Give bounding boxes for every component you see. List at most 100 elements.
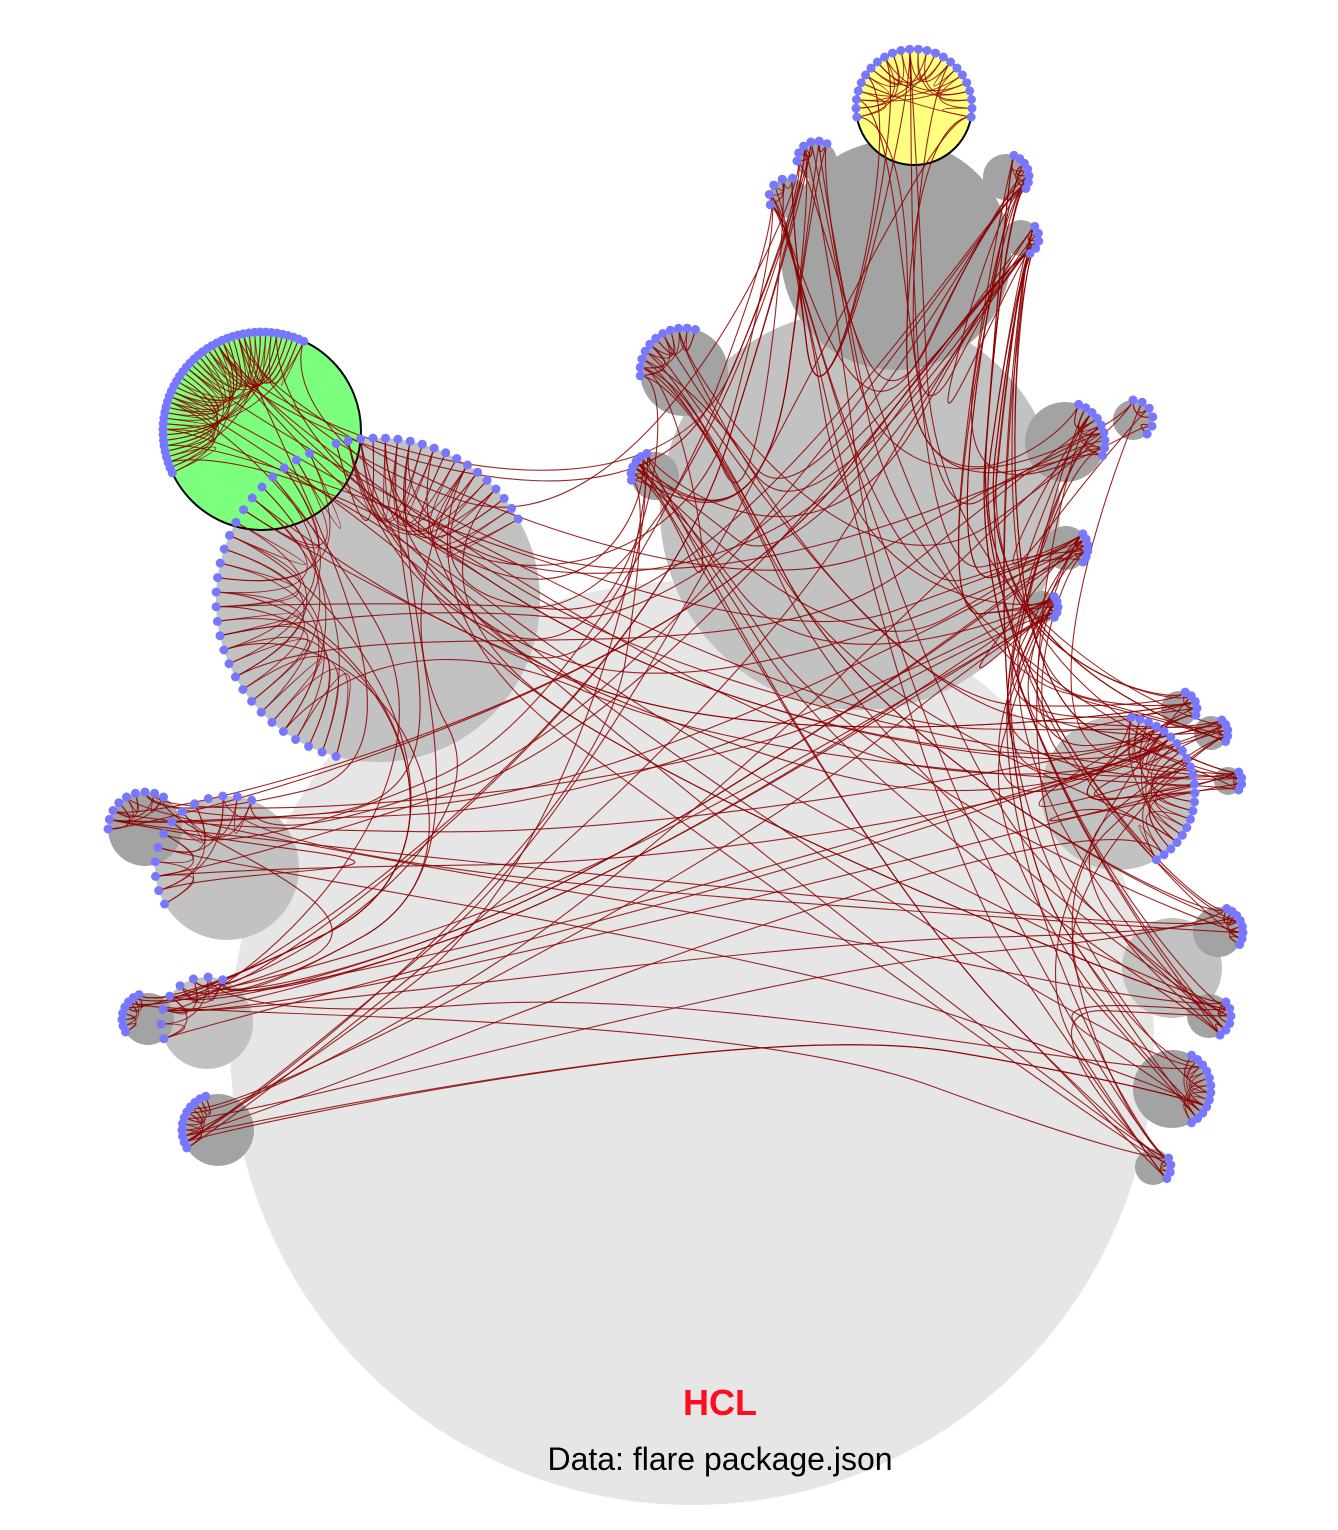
leaf-node-sub-a: [674, 323, 684, 333]
dependency-link: [162, 428, 1227, 1004]
leaf-node-sub-a: [637, 354, 647, 364]
dependency-link: [393, 438, 458, 525]
leaf-node-leaves-right-a: [1152, 855, 1161, 865]
dependency-link: [1145, 811, 1191, 856]
dependency-link: [183, 1044, 1208, 1143]
leaf-node-leaves-right-a: [1144, 717, 1153, 727]
leaf-node-sub-d: [1142, 429, 1152, 439]
dependency-link: [233, 796, 253, 834]
leaf-node-leaves-left-b: [175, 981, 185, 991]
dependency-link: [1094, 723, 1240, 799]
dependency-link: [108, 818, 1241, 925]
dependency-link: [1138, 824, 1165, 861]
leaf-node-sub-m: [1237, 773, 1247, 783]
leaf-node-leaves-left-a: [232, 792, 242, 802]
leaf-node-leaves-left-upper: [473, 467, 483, 477]
leaf-node-leaves-right-a: [1177, 830, 1187, 840]
leaf-node-leaves-left-b: [158, 1004, 168, 1014]
leaf-node-highlight-yellow: [852, 95, 861, 104]
leaf-node-sub-g: [814, 136, 824, 146]
dependency-link: [417, 452, 479, 532]
dependency-link: [434, 479, 497, 543]
leaf-node-leaves-left-upper: [356, 434, 366, 444]
leaf-node-sub-g: [794, 148, 804, 158]
dependency-link: [1003, 247, 1199, 1063]
dependency-link: [223, 636, 331, 747]
leaf-node-leaves-left-upper: [513, 514, 523, 524]
dependency-link: [1027, 533, 1196, 732]
leaf-node-highlight-yellow: [896, 46, 906, 55]
dependency-link: [176, 332, 278, 399]
dependency-link: [347, 440, 435, 523]
leaf-node-leaves-right-a: [1190, 779, 1199, 789]
dependency-link: [635, 460, 1221, 1036]
dependency-link: [856, 52, 899, 118]
leaf-node-sub-r: [1166, 1160, 1176, 1170]
leaf-node-leaves-left-lower: [211, 602, 221, 612]
leaf-node-leaves-left-b: [159, 1034, 169, 1044]
dependency-link: [987, 225, 1192, 699]
dependency-link: [217, 467, 320, 582]
dependency-link: [223, 548, 325, 740]
dependency-links: [107, 48, 1244, 1180]
leaf-node-leaves-left-a: [159, 829, 169, 839]
leaf-node-sub-b: [642, 448, 652, 458]
leaf-node-sub-h: [764, 190, 774, 199]
leaf-node-leaves-right-a: [1190, 788, 1200, 798]
dependency-link: [163, 342, 232, 441]
leaf-node-leaves-right-a: [1190, 797, 1199, 807]
leaf-node-sub-b: [626, 475, 636, 485]
leaf-node-sub-h: [777, 174, 787, 184]
leaf-node-leaves-right-a: [1166, 844, 1176, 854]
leaf-node-leaves-left-a: [150, 857, 160, 867]
dependency-link: [222, 795, 1244, 934]
data-source-caption: Data: flare package.json: [547, 1441, 892, 1477]
leaf-node-leaves-right-a: [1172, 838, 1182, 847]
package-circle-sub-i: [983, 154, 1029, 200]
leaf-node-highlight-yellow: [852, 112, 862, 122]
leaf-node-sub-j: [1030, 221, 1040, 231]
dependency-link: [229, 521, 306, 566]
leaf-node-sub-k: [1192, 703, 1202, 713]
leaf-node-leaves-left-a: [203, 794, 213, 803]
leaf-node-leaves-left-lower: [211, 587, 221, 597]
leaf-node-sub-a: [658, 329, 668, 338]
dependency-link: [216, 335, 289, 386]
leaf-node-sub-c: [1087, 408, 1097, 417]
dependency-link: [154, 611, 1058, 809]
leaf-node-leaves-right-a: [1188, 806, 1198, 816]
leaf-node-highlight-yellow: [952, 63, 962, 73]
leaf-node-leaves-left-lower: [215, 631, 225, 641]
leaf-node-leaves-left-lower: [238, 685, 248, 694]
dependency-link: [1071, 1005, 1231, 1114]
leaf-node-sub-d: [1147, 421, 1157, 431]
dependency-link: [242, 160, 800, 508]
dependency-link: [144, 596, 1055, 819]
leaf-node-leaves-left-a: [247, 795, 257, 805]
dependency-link: [228, 467, 321, 665]
leaf-node-sub-p: [1226, 1011, 1236, 1021]
leaf-node-sub-l: [1221, 737, 1231, 746]
leaf-node-sub-p: [1225, 1019, 1235, 1028]
leaf-node-sub-m: [1234, 785, 1244, 795]
dependency-link: [655, 329, 676, 354]
dependency-link: [125, 796, 1227, 1005]
dependency-link: [360, 438, 1231, 1010]
leaf-node-leaves-left-a: [160, 899, 170, 909]
leaf-node-sub-q: [1202, 1066, 1212, 1076]
dependency-link: [1011, 411, 1196, 707]
dependency-link: [242, 509, 1165, 792]
leaf-node-highlight-yellow: [965, 86, 975, 96]
leaf-node-sub-n: [122, 792, 131, 802]
dependency-link: [223, 548, 305, 678]
leaf-node-sub-j: [1034, 236, 1044, 246]
dependency-link: [942, 107, 973, 118]
leaf-node-sub-o: [1235, 940, 1245, 949]
leaf-node-highlight-yellow: [922, 46, 932, 55]
dependency-link: [215, 497, 308, 594]
dependency-link: [282, 658, 1240, 791]
dependency-link: [360, 438, 488, 532]
dependency-link: [127, 796, 333, 1005]
dependency-link: [183, 116, 972, 1143]
leaf-node-sub-f: [1049, 612, 1059, 622]
